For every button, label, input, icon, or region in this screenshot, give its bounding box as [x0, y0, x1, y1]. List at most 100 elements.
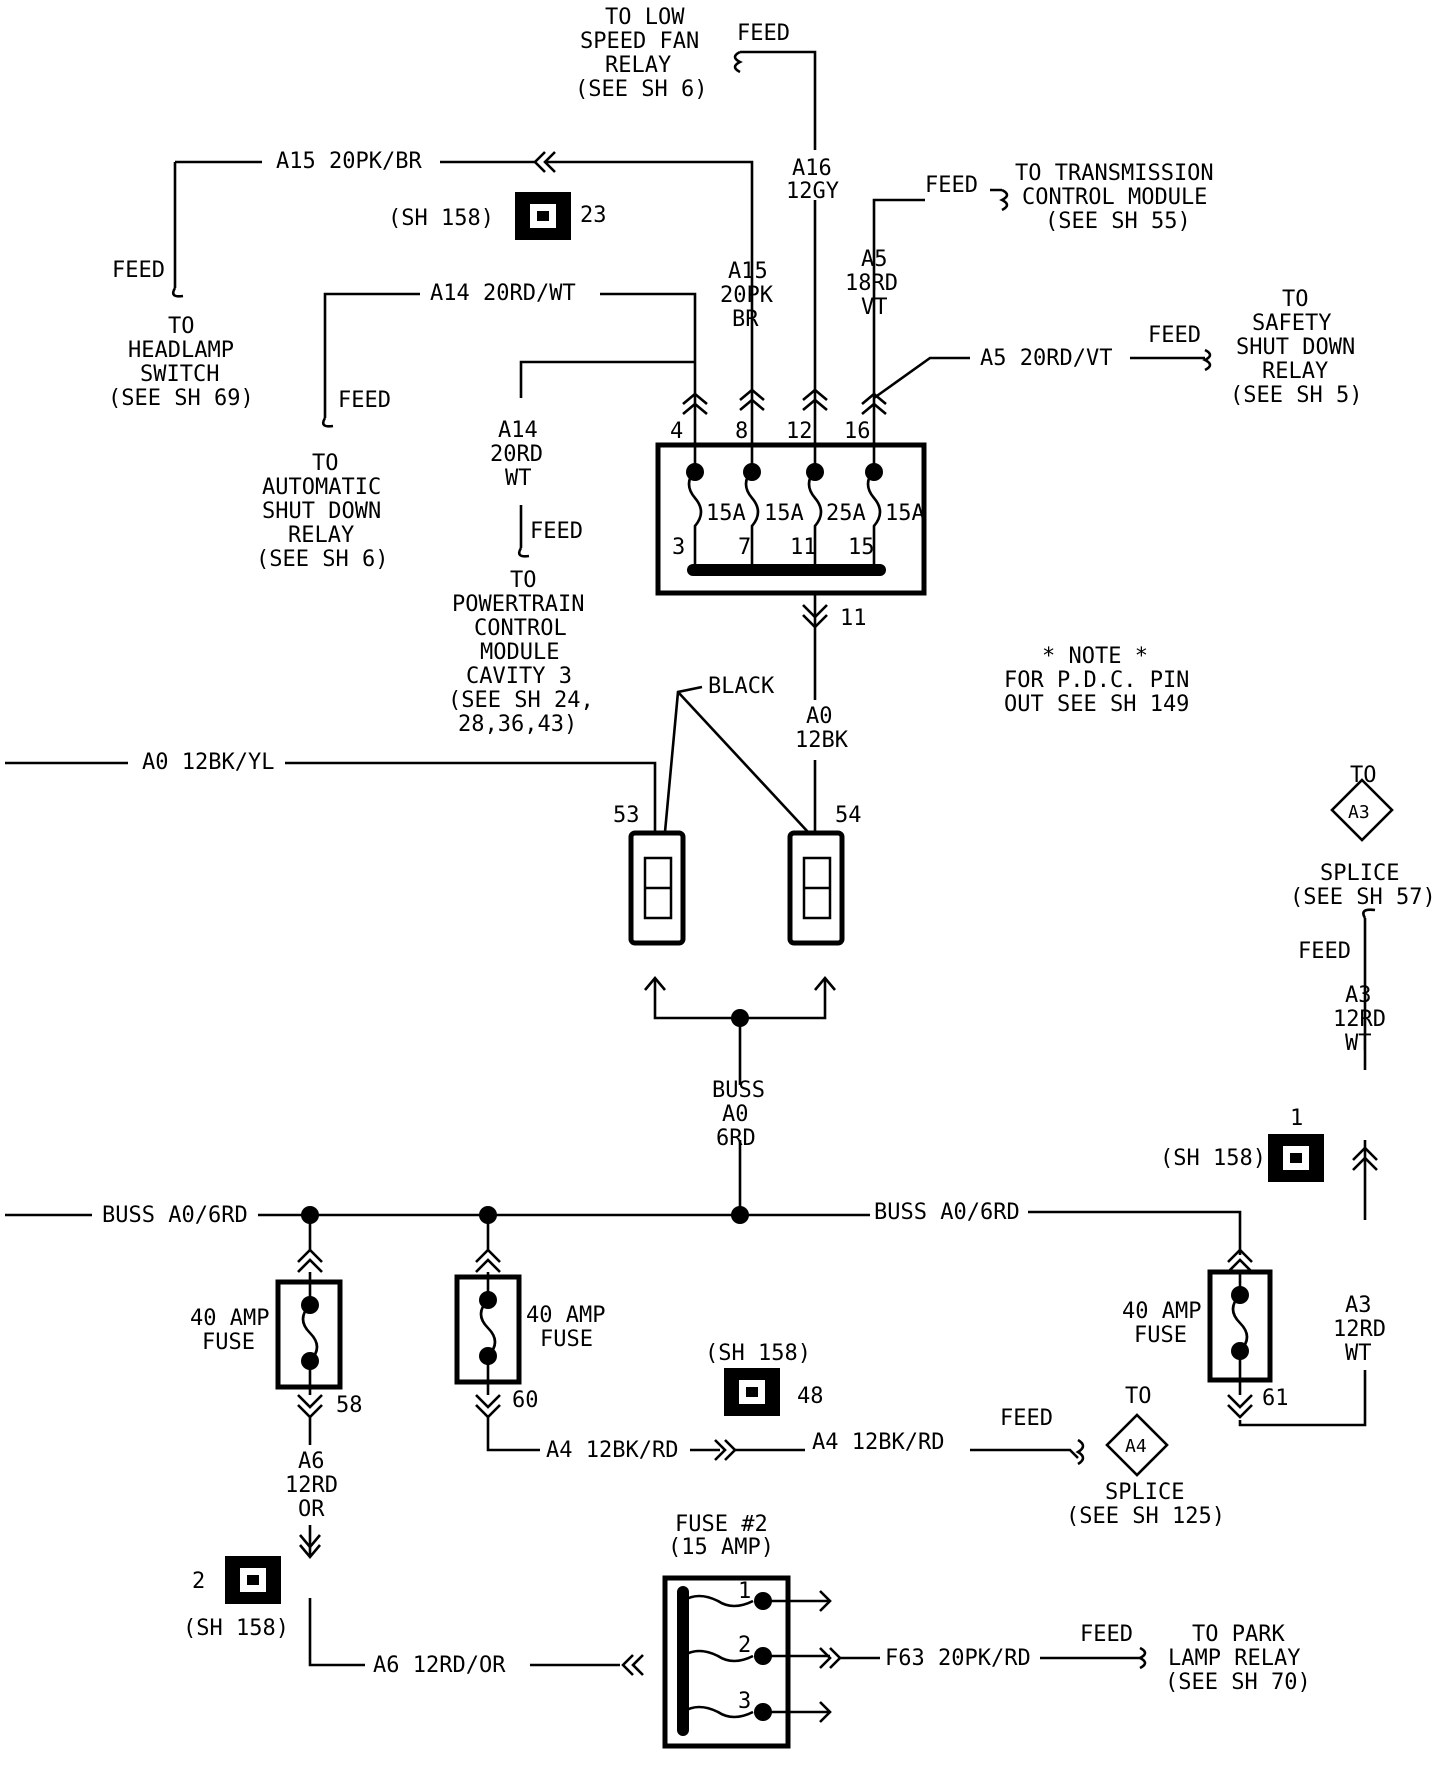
feed-label: FEED [1000, 1406, 1053, 1431]
note-label: * NOTE * [1042, 644, 1148, 669]
pin-label: 58 [336, 1393, 363, 1418]
fuse-40a-right [1207, 1248, 1273, 1419]
tcm-label: TO TRANSMISSION [1015, 161, 1214, 186]
pcm-label: CAVITY 3 [466, 664, 572, 689]
wire-label-a16: A16 [792, 156, 832, 181]
pcm-label: MODULE [480, 640, 559, 665]
splice-label: (SEE SH 57) [1290, 885, 1436, 910]
wire-label-a14: A14 20RD/WT [430, 281, 576, 306]
splice-id: A4 [1125, 1436, 1147, 1457]
wire-label-a0-vert: A0 [806, 704, 833, 729]
wire-label-a5-vert: A5 [861, 247, 888, 272]
pdc-fuse-block [655, 388, 927, 640]
sheet-ref-label: (SH 158) [705, 1341, 811, 1366]
pin-label: 12 [786, 419, 813, 444]
wire-label-a3-lower: 12RD [1333, 1317, 1386, 1342]
connector-23-icon [515, 192, 571, 240]
pin-label: 3 [672, 535, 685, 560]
low-fan-label: SPEED FAN [580, 29, 699, 54]
asd-label: AUTOMATIC [262, 475, 381, 500]
ssd-label: RELAY [1262, 359, 1328, 384]
headlamp-label: HEADLAMP [128, 338, 234, 363]
wire-label-a6: 12RD [285, 1473, 338, 1498]
fuse-40a-left [275, 1248, 343, 1419]
pin-label: 16 [844, 419, 871, 444]
splice-label: (SEE SH 125) [1066, 1504, 1225, 1529]
splice-label: SPLICE [1105, 1480, 1184, 1505]
splice-label: SPLICE [1320, 861, 1399, 886]
fuse-2-label: (15 AMP) [668, 1535, 774, 1560]
wire-label-a6: A6 [298, 1449, 325, 1474]
tcm-label: (SEE SH 55) [1045, 209, 1191, 234]
wire-label-a15-vert: 20PK [720, 283, 774, 308]
connector-label: 23 [580, 203, 607, 228]
note-label: FOR P.D.C. PIN [1004, 668, 1189, 693]
pcm-label: CONTROL [474, 616, 567, 641]
connector-48-icon [724, 1368, 780, 1416]
wires [5, 50, 1367, 1714]
asd-label: TO [312, 451, 339, 476]
pin-label: 15 [848, 535, 875, 560]
buss-wire-label: BUSS A0/6RD [102, 1203, 248, 1228]
splice-label: TO [1125, 1384, 1152, 1409]
black-label: BLACK [708, 674, 775, 699]
connector-1-icon [1268, 1134, 1324, 1182]
fuse-40a-middle [454, 1248, 522, 1419]
fuse-rating-label: 15A [885, 501, 925, 526]
terminal-54 [787, 830, 845, 946]
ssd-label: TO [1282, 287, 1309, 312]
labels: TO LOW SPEED FAN RELAY (SEE SH 6) FEED A… [102, 5, 1436, 1714]
fuse-rating-label: 15A [764, 501, 804, 526]
feed-label: FEED [338, 388, 391, 413]
wire-label-a14-vert: 20RD [490, 442, 543, 467]
sheet-ref-label: (SH 158) [388, 206, 494, 231]
asd-label: RELAY [288, 523, 354, 548]
wire-label-a6: A6 12RD/OR [373, 1653, 506, 1678]
fuse-label: 40 AMP [526, 1303, 605, 1328]
pin-label: 1 [738, 1579, 751, 1604]
wire-label-f63: F63 20PK/RD [885, 1646, 1031, 1671]
terminal-53 [628, 830, 686, 946]
asd-label: (SEE SH 6) [256, 547, 388, 572]
sheet-ref-label: (SH 158) [183, 1616, 289, 1641]
feed-label: FEED [112, 258, 165, 283]
wire-label-a3: A3 [1345, 983, 1372, 1008]
buss-label: 6RD [716, 1126, 756, 1151]
wire-label-a4: A4 12BK/RD [546, 1438, 678, 1463]
buss-label: A0 [722, 1102, 749, 1127]
pin-label: 4 [670, 419, 683, 444]
wire-label-a3: 12RD [1333, 1007, 1386, 1032]
splice-id: A3 [1348, 802, 1370, 823]
wire-label-a15-vert: A15 [728, 259, 768, 284]
feed-label: FEED [1148, 323, 1201, 348]
wire-label-a14-vert: WT [505, 466, 532, 491]
wire-label-a3-lower: WT [1345, 1341, 1372, 1366]
pin-label: 2 [738, 1633, 751, 1658]
park-relay-label: LAMP RELAY [1168, 1646, 1300, 1671]
note-label: OUT SEE SH 149 [1004, 692, 1189, 717]
feed-label: FEED [1298, 939, 1351, 964]
fuse-2-label: FUSE #2 [675, 1512, 768, 1537]
pin-label: 11 [840, 606, 867, 631]
feed-label: FEED [1080, 1622, 1133, 1647]
wire-label-a0: A0 12BK/YL [142, 750, 274, 775]
splice-a4-icon [1105, 1413, 1169, 1477]
fuse-2-block [662, 1575, 791, 1749]
connector-2-icon [225, 1556, 281, 1604]
pin-label: 7 [738, 535, 751, 560]
wire-label-a15: A15 20PK/BR [276, 149, 422, 174]
wire-label-a5-vert: VT [861, 295, 888, 320]
wire-label-a14-vert: A14 [498, 418, 538, 443]
fuse-rating-label: 15A [706, 501, 746, 526]
buss-wire-label: BUSS A0/6RD [874, 1200, 1020, 1225]
terminal-label: 53 [613, 803, 640, 828]
wire-label-a5-vert: 18RD [845, 271, 898, 296]
park-relay-label: (SEE SH 70) [1165, 1670, 1311, 1695]
pin-label: 3 [738, 1689, 751, 1714]
feed-label: FEED [925, 173, 978, 198]
wire-label-a15-vert: BR [732, 307, 759, 332]
wire-label-a3: WT [1345, 1031, 1372, 1056]
connector-label: 1 [1290, 1106, 1303, 1131]
tcm-label: CONTROL MODULE [1022, 185, 1207, 210]
pin-label: 60 [512, 1388, 539, 1413]
